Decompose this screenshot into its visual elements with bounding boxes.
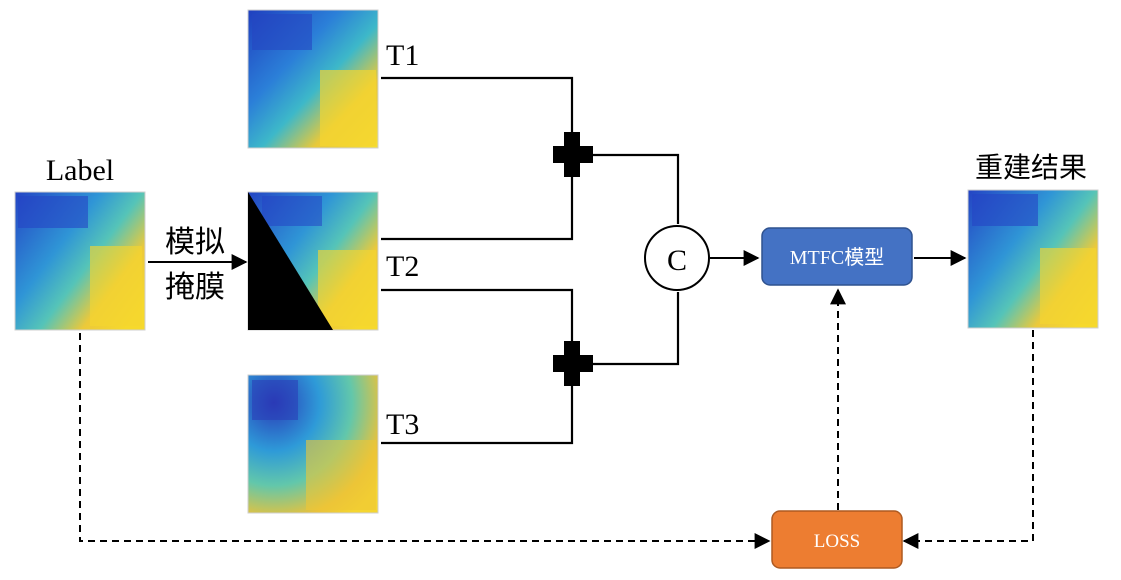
mask-label-line2: 掩膜	[165, 271, 225, 304]
mask-label-line1: 模拟	[165, 226, 225, 259]
t2-upper-line	[381, 168, 574, 241]
loss-label: LOSS	[814, 531, 860, 552]
t3-line	[381, 376, 574, 445]
concat-label: C	[667, 244, 687, 277]
loss-node: LOSS	[771, 510, 903, 569]
t1-line	[381, 76, 574, 142]
result-image	[967, 189, 1099, 329]
t2-label: T2	[386, 250, 419, 283]
simulated-mask	[248, 192, 333, 330]
upper-plus-to-concat-line	[588, 153, 680, 224]
concat-node: C	[644, 225, 710, 291]
model-label: MTFC模型	[790, 246, 884, 269]
mtfc-model-node: MTFC模型	[761, 227, 913, 286]
t3-image	[247, 374, 379, 514]
t2-masked-image	[247, 191, 379, 331]
plus-icon	[553, 132, 593, 177]
label-to-loss-dashed-arrow	[79, 333, 771, 549]
result-to-loss-dashed-arrow	[902, 330, 1034, 549]
t1-image	[247, 9, 379, 149]
t1-label: T1	[386, 39, 419, 72]
t3-label: T3	[386, 408, 419, 441]
plus-icon	[553, 341, 593, 386]
label-caption: Label	[46, 154, 114, 187]
result-caption: 重建结果	[975, 152, 1087, 184]
t2-lower-line	[381, 288, 574, 352]
label-image	[14, 191, 146, 331]
lower-plus-to-concat-line	[588, 292, 680, 366]
